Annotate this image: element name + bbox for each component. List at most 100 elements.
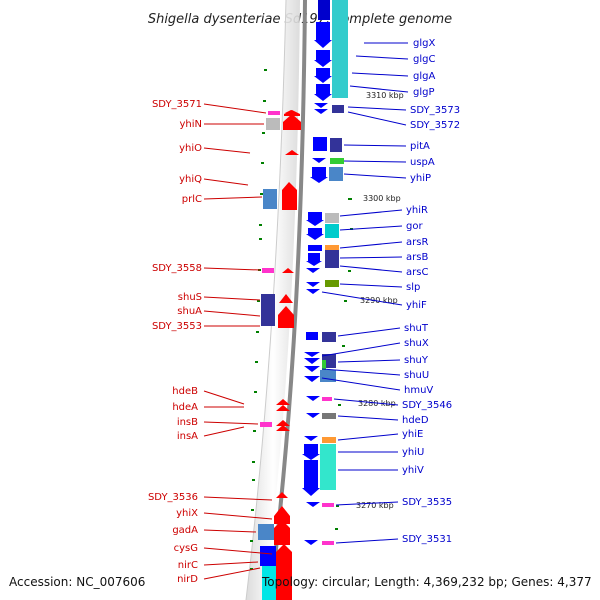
svg-text:SDY_3558: SDY_3558 — [152, 263, 202, 274]
left-gene-label[interactable]: yhiN — [179, 119, 264, 130]
svg-text:glgA: glgA — [413, 71, 435, 82]
svg-text:SDY_3536: SDY_3536 — [148, 492, 198, 503]
left-gene-label[interactable]: yhiX — [176, 508, 273, 520]
gene-glgA — [316, 68, 330, 76]
right-gene-label[interactable]: yhiU — [338, 447, 424, 458]
right-gene-label[interactable]: yhiP — [343, 173, 431, 184]
svg-text:insB: insB — [177, 417, 198, 428]
svg-text:shuS: shuS — [178, 292, 202, 303]
gene-slp — [306, 282, 320, 287]
svg-text:slp: slp — [406, 282, 420, 293]
left-gene-label[interactable]: insA — [177, 426, 245, 442]
gene-yhiX — [274, 506, 290, 524]
svg-text:nirC: nirC — [178, 560, 198, 571]
right-gene-label[interactable]: shuT — [337, 323, 429, 337]
gene-SDY_3572 — [314, 109, 328, 114]
left-gene-label[interactable]: shuS — [178, 292, 261, 303]
gene-shuA — [278, 306, 294, 328]
gene-shuX — [304, 352, 320, 357]
right-gene-label[interactable]: hdeD — [337, 415, 429, 426]
right-gene-label[interactable]: SDY_3573 — [347, 105, 460, 116]
gene-uspA — [312, 158, 326, 163]
svg-text:SDY_3571: SDY_3571 — [152, 99, 202, 110]
left-gene-label[interactable]: SDY_3553 — [152, 321, 260, 332]
gene-glgP — [332, 0, 348, 98]
gene-SDY_3558 — [262, 268, 274, 273]
gene-cysG — [260, 546, 276, 566]
right-gene-label[interactable]: pitA — [343, 141, 430, 152]
svg-text:yhiN: yhiN — [179, 119, 202, 130]
left-gene-label[interactable]: yhiO — [179, 143, 251, 154]
kbp-marker: 3290 kbp — [360, 296, 398, 305]
svg-text:shuX: shuX — [404, 338, 429, 349]
svg-text:pitA: pitA — [410, 141, 430, 152]
gene-glgP-upper — [316, 84, 330, 94]
gene-hmuV — [304, 376, 320, 382]
svg-text:yhiV: yhiV — [402, 465, 424, 476]
gene-SDY_3535 — [306, 502, 320, 507]
right-gene-label[interactable]: yhiR — [339, 205, 428, 217]
forward-strand-genes — [258, 110, 301, 600]
left-gene-label[interactable]: hdeB — [172, 386, 245, 405]
right-gene-label[interactable]: SDY_3535 — [335, 497, 452, 508]
left-gene-label[interactable]: gadA — [172, 525, 257, 536]
svg-text:shuY: shuY — [404, 355, 429, 366]
gene-yhiV — [304, 460, 318, 488]
left-gene-label[interactable]: SDY_3571 — [152, 99, 267, 114]
right-gene-label[interactable]: uspA — [343, 157, 435, 168]
genome-title: Shigella dysenteriae Sd197, complete gen… — [148, 12, 452, 27]
gene-SDY_3573 — [314, 103, 328, 108]
svg-text:uspA: uspA — [410, 157, 435, 168]
right-gene-label[interactable]: arsB — [339, 252, 428, 263]
left-gene-label[interactable]: yhiQ — [179, 174, 249, 186]
gene-shuS — [261, 294, 275, 326]
left-gene-label[interactable]: shuA — [177, 306, 261, 317]
gene-yhiR — [308, 212, 322, 220]
gene-shuY — [304, 358, 320, 364]
right-gene-label[interactable]: glgX — [364, 38, 435, 49]
left-labels: SDY_3571 yhiN yhiO yhiQ prlC SDY_3558 sh… — [148, 99, 273, 585]
right-gene-label[interactable]: glgP — [349, 85, 435, 98]
right-gene-label[interactable]: glgA — [351, 71, 435, 82]
gene-insA — [276, 425, 290, 431]
gene-yhiF — [306, 289, 320, 294]
svg-text:SDY_3572: SDY_3572 — [410, 120, 460, 131]
right-gene-label[interactable]: shuU — [321, 368, 429, 381]
right-gene-label[interactable]: arsR — [339, 237, 428, 249]
right-gene-label[interactable]: yhiE — [337, 429, 423, 441]
gene-hdeD — [306, 413, 320, 418]
left-gene-label[interactable]: insB — [177, 417, 259, 428]
right-gene-label[interactable]: SDY_3546 — [333, 398, 452, 411]
left-gene-label[interactable]: nirD — [177, 567, 261, 585]
right-gene-label[interactable]: shuX — [321, 338, 429, 357]
left-gene-label[interactable]: nirC — [178, 560, 259, 571]
left-gene-label[interactable]: prlC — [182, 194, 263, 205]
right-gene-label[interactable]: yhiF — [321, 291, 427, 311]
gene-yhiU — [304, 444, 318, 454]
left-gene-label[interactable]: hdeA — [172, 402, 244, 413]
left-gene-label[interactable]: SDY_3558 — [152, 263, 261, 274]
right-gene-label[interactable]: slp — [339, 282, 420, 293]
gene-SDY_3571 — [268, 111, 280, 115]
right-gene-label[interactable]: glgC — [355, 54, 435, 65]
gene-SDY_3531 — [304, 540, 318, 545]
right-gene-label[interactable]: hmuV — [321, 377, 433, 396]
gene-shuT — [306, 332, 318, 340]
gene-pitA — [313, 137, 327, 151]
right-gene-label[interactable]: yhiV — [338, 465, 424, 476]
kbp-marker: 3270 kbp — [356, 501, 394, 510]
right-gene-label[interactable]: shuY — [337, 355, 429, 366]
right-gene-label[interactable]: SDY_3531 — [335, 534, 452, 545]
left-gene-label[interactable]: SDY_3536 — [148, 492, 273, 503]
right-gene-label[interactable]: SDY_3572 — [347, 111, 460, 131]
gene-arsR — [308, 245, 322, 251]
right-gene-label[interactable]: gor — [339, 221, 423, 232]
right-gene-label[interactable]: arsC — [339, 265, 428, 278]
left-gene-label[interactable]: cysG — [174, 543, 273, 555]
svg-text:insA: insA — [177, 431, 198, 442]
svg-text:arsC: arsC — [406, 267, 428, 278]
gene-SDY_3546 — [306, 396, 320, 401]
svg-text:yhiR: yhiR — [406, 205, 428, 216]
gene-nirD — [262, 566, 276, 600]
